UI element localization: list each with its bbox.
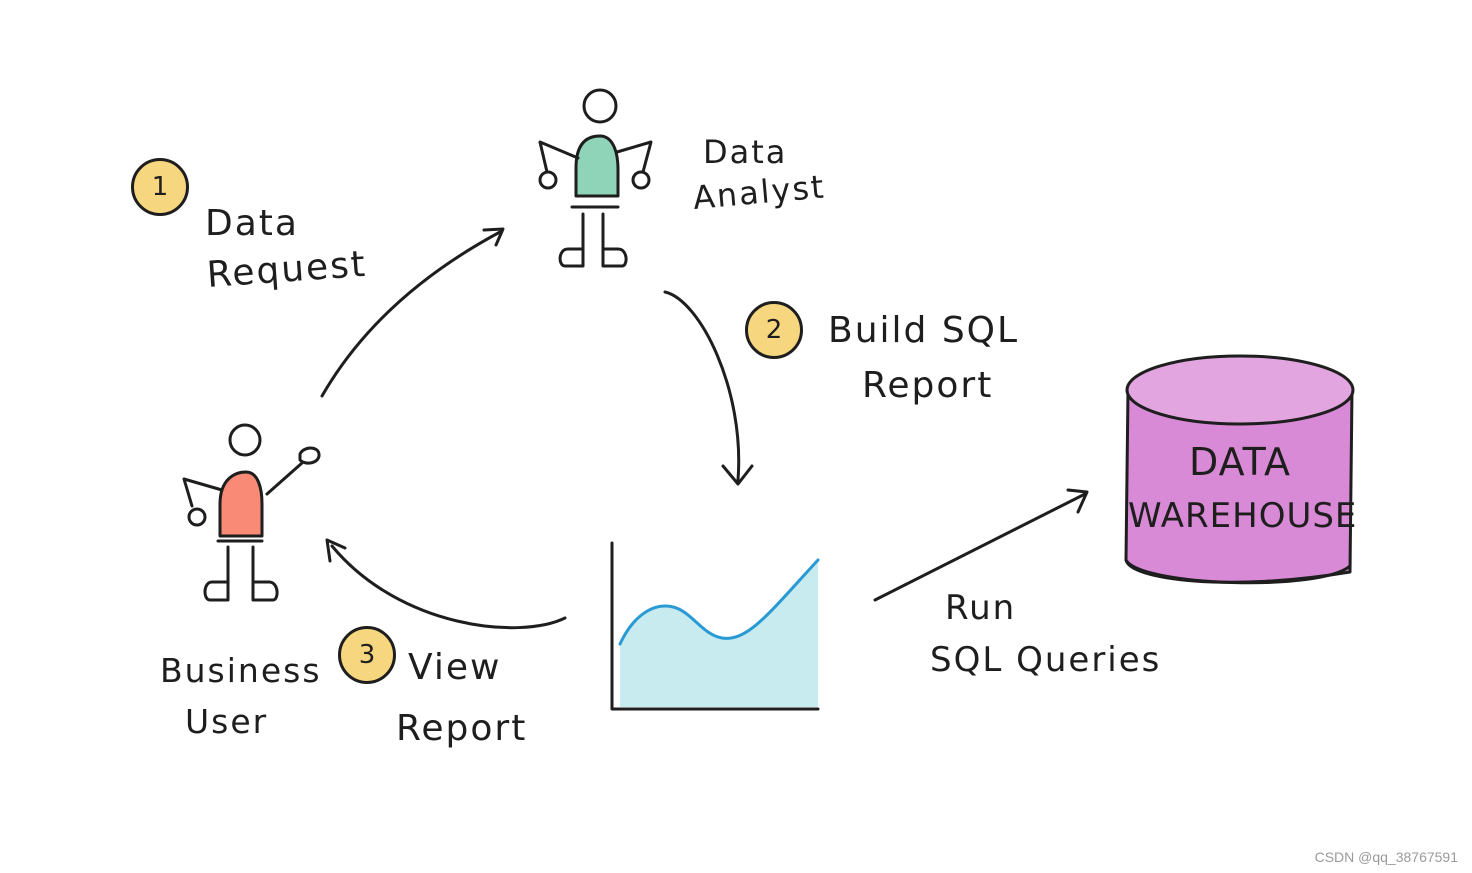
- warehouse-label-line1: DATA: [1189, 440, 1291, 484]
- analyst-head: [582, 88, 618, 124]
- report-chart-area: [620, 560, 818, 707]
- step-1-number: 1: [151, 172, 169, 202]
- user-legs: [203, 545, 279, 602]
- run-queries-label-line2: SQL Queries: [930, 640, 1162, 680]
- analyst-hand-left: [538, 170, 558, 190]
- watermark: CSDN @qq_38767591: [1314, 849, 1458, 865]
- user-hand-left: [187, 507, 207, 527]
- step-2-label-line1: Build SQL: [828, 310, 1020, 351]
- step-3-label-line2: Report: [396, 708, 528, 749]
- step-2-badge: 2: [745, 301, 803, 359]
- user-head: [228, 423, 262, 457]
- step-1-label-line2: Request: [205, 243, 369, 296]
- step-2-number: 2: [765, 315, 783, 345]
- analyst-arm-right: [615, 140, 653, 174]
- report-chart: [610, 541, 820, 711]
- run-queries-label-line1: Run: [945, 588, 1017, 628]
- analyst-arm-left: [538, 140, 580, 174]
- step-3-badge: 3: [338, 626, 396, 684]
- arrow-run-queries: [873, 488, 1089, 602]
- warehouse-bottom: [1124, 558, 1352, 585]
- analyst-label-line1: Data: [703, 133, 788, 171]
- data-warehouse-cylinder: [1124, 354, 1355, 585]
- business-user-label-line1: Business: [160, 651, 322, 690]
- business-user-figure: [182, 423, 321, 602]
- analyst-body: [574, 134, 620, 198]
- arrow-build-report: [663, 290, 754, 486]
- business-user-label-line2: User: [185, 702, 269, 741]
- analyst-legs: [558, 212, 628, 268]
- step-3-number: 3: [358, 640, 376, 670]
- user-body: [218, 470, 264, 538]
- step-2-label-line2: Report: [862, 365, 994, 406]
- report-chart-line: [618, 558, 820, 646]
- user-hand-right: [298, 446, 321, 465]
- warehouse-top: [1125, 354, 1355, 426]
- step-1-label-line1: Data: [205, 203, 299, 244]
- arrow-data-request: [320, 227, 505, 398]
- step-3-label-line1: View: [408, 647, 502, 688]
- user-arm-left: [182, 477, 224, 508]
- report-chart-axes: [610, 541, 820, 711]
- data-analyst-figure: [538, 88, 653, 268]
- step-1-badge: 1: [131, 158, 189, 216]
- arrow-view-report: [325, 538, 567, 630]
- user-arm-right: [265, 461, 304, 496]
- warehouse-label-line2: WAREHOUSE: [1128, 496, 1358, 536]
- analyst-hand-right: [631, 170, 651, 190]
